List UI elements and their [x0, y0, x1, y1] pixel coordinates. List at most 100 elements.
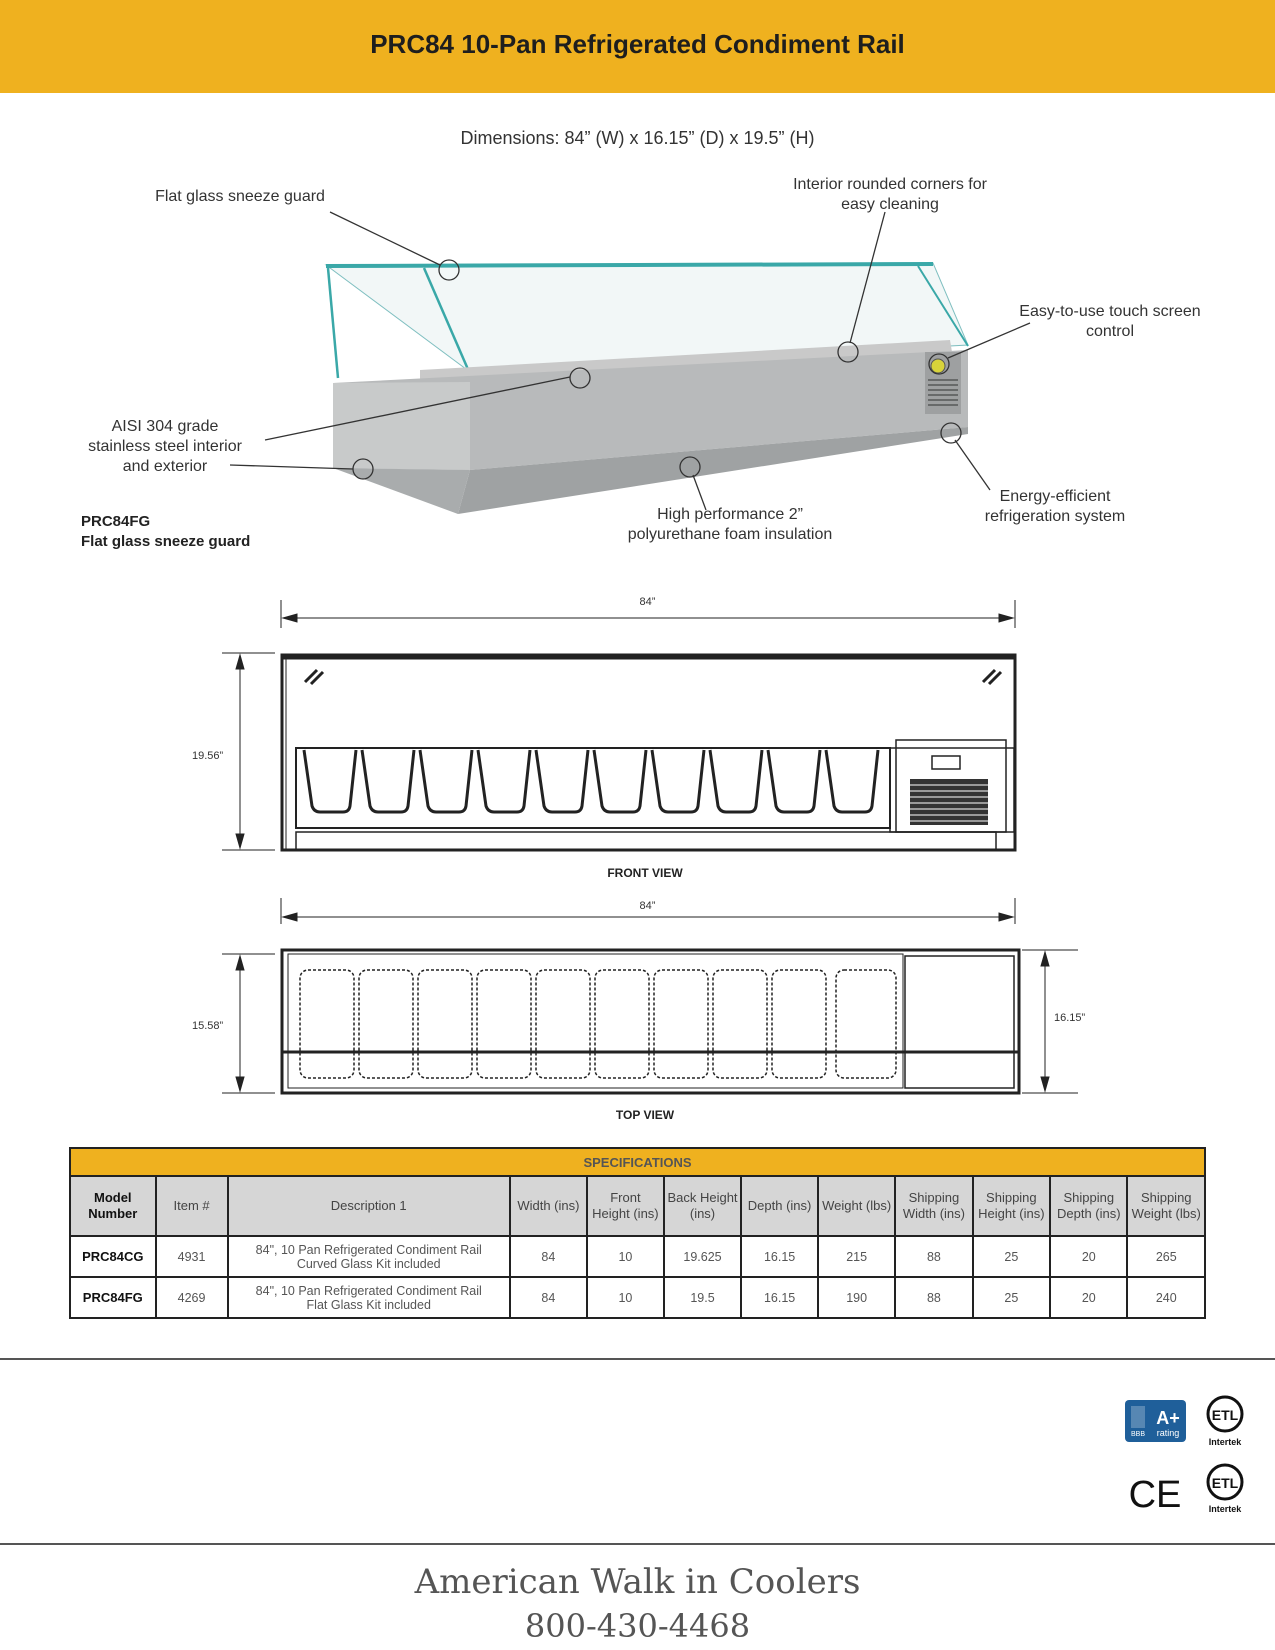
unit-bottom-side	[333, 468, 470, 514]
front-height-label: 19.56”	[192, 750, 224, 762]
etl-mark-icon-2: ETL Intertek	[1206, 1463, 1244, 1514]
callout-refrig-line2: refrigeration system	[984, 508, 1126, 525]
cell-depth: 16.15	[740, 1235, 820, 1278]
product-illustration	[229, 211, 1031, 514]
top-depth-right-label: 16.15”	[1054, 1012, 1086, 1024]
dimensions-text: Dimensions: 84” (W) x 16.15” (D) x 19.5”…	[460, 128, 815, 148]
cell-back-height: 19.5	[662, 1276, 743, 1319]
top-depth-left-label: 15.58”	[192, 1020, 224, 1032]
header-depth: Depth (ins)	[740, 1175, 820, 1237]
front-pans	[302, 749, 880, 814]
table-row: PRC84CG 4931 84", 10 Pan Refrigerated Co…	[69, 1235, 1206, 1278]
cell-ship-weight: 240	[1126, 1276, 1206, 1319]
callout-sneeze-guard: Flat glass sneeze guard	[155, 188, 325, 205]
unit-bottom	[458, 427, 968, 514]
intertek-text-2: Intertek	[1209, 1504, 1243, 1514]
etl-mark-icon: ETL Intertek	[1206, 1395, 1244, 1447]
callout-steel-line3: and exterior	[122, 458, 208, 475]
bbb-rating-label: rating	[1157, 1428, 1180, 1438]
cell-ship-height: 25	[971, 1235, 1052, 1278]
callout-corners-line2: easy cleaning	[841, 196, 939, 213]
footer-company: American Walk in Coolers	[414, 1562, 861, 1602]
top-dimension-lines	[222, 898, 1078, 1094]
glass-clip-icon	[303, 668, 1003, 686]
front-view-label: FRONT VIEW	[607, 866, 683, 880]
header-ship-width: Shipping Width (ins)	[894, 1175, 974, 1237]
ce-mark-icon: CE	[1129, 1474, 1182, 1516]
cell-model: PRC84CG	[69, 1235, 157, 1278]
cell-item: 4269	[154, 1276, 229, 1319]
callout-touch-line2: control	[1085, 323, 1135, 340]
bbb-text: BBB	[1131, 1431, 1145, 1438]
unit-side	[333, 382, 470, 470]
bbb-rating: A+	[1156, 1408, 1180, 1428]
callout-refrig-line1: Energy-efficient	[999, 488, 1111, 505]
cell-ship-weight: 265	[1126, 1235, 1206, 1278]
cell-ship-width: 88	[894, 1235, 974, 1278]
page-title: PRC84 10-Pan Refrigerated Condiment Rail	[370, 29, 905, 59]
glass-front-edge	[422, 267, 472, 375]
table-header-row: Model Number Item # Description 1 Width …	[69, 1175, 1206, 1237]
header-ship-depth: Shipping Depth (ins)	[1049, 1175, 1129, 1237]
cell-ship-width: 88	[894, 1276, 974, 1319]
cell-desc-line1: 84", 10 Pan Refrigerated Condiment Rail	[255, 1242, 482, 1257]
cell-weight: 190	[817, 1276, 897, 1319]
cell-front-height: 10	[585, 1276, 665, 1319]
header-ship-weight: Shipping Weight (lbs)	[1126, 1175, 1206, 1237]
cell-front-height: 10	[585, 1235, 665, 1278]
glass-left-edge	[326, 267, 340, 379]
header-weight: Weight (lbs)	[817, 1175, 897, 1237]
callout-steel-line1: AISI 304 grade	[111, 418, 219, 435]
header-desc: Description 1	[226, 1175, 511, 1237]
top-width-label: 84”	[639, 900, 656, 912]
divider-bottom	[0, 1543, 1275, 1545]
table-caption: SPECIFICATIONS	[69, 1147, 1206, 1177]
top-pans	[299, 969, 897, 1079]
table-row: PRC84FG 4269 84", 10 Pan Refrigerated Co…	[69, 1276, 1206, 1319]
cell-model: PRC84FG	[69, 1276, 157, 1319]
cell-width: 84	[508, 1276, 588, 1319]
callout-touch-line1: Easy-to-use touch screen	[1019, 303, 1201, 320]
front-vent-grid	[910, 784, 988, 822]
etl-text-2: ETL	[1212, 1475, 1239, 1491]
certification-badges: BBB A+ rating ETL Intertek CE ETL Intert…	[1125, 1395, 1244, 1516]
touch-control-icon	[930, 358, 946, 374]
header-bar	[0, 0, 1275, 93]
callout-foam-line1: High performance 2”	[657, 506, 803, 523]
unit-body	[333, 350, 968, 470]
front-vent-icon	[910, 779, 988, 825]
cell-ship-depth: 20	[1049, 1276, 1129, 1319]
cell-desc-line1: 84", 10 Pan Refrigerated Condiment Rail	[255, 1283, 482, 1298]
etl-text: ETL	[1212, 1407, 1239, 1423]
model-caption: PRC84FG	[81, 513, 151, 530]
cell-desc-line2: Flat Glass Kit included	[306, 1297, 431, 1312]
specifications-table: SPECIFICATIONS Model Number Item # Descr…	[69, 1147, 1206, 1319]
header-item: Item #	[154, 1175, 229, 1237]
callout-foam-line2: polyurethane foam insulation	[627, 526, 833, 543]
glass-right-edge	[917, 265, 969, 347]
cell-ship-height: 25	[971, 1276, 1052, 1319]
intertek-text: Intertek	[1209, 1437, 1243, 1447]
table-caption-row: SPECIFICATIONS	[69, 1147, 1206, 1177]
cell-ship-depth: 20	[1049, 1235, 1129, 1278]
callout-corners-line1: Interior rounded corners for	[793, 176, 987, 193]
model-caption-desc: Flat glass sneeze guard	[81, 533, 251, 550]
callout-leaders	[229, 211, 1031, 511]
top-view-outline	[280, 948, 1021, 1095]
cell-weight: 215	[817, 1235, 897, 1278]
top-view-label: TOP VIEW	[615, 1108, 675, 1122]
header-model: Model Number	[69, 1175, 157, 1237]
callout-steel-line2: stainless steel interior	[88, 438, 242, 455]
divider-top	[0, 1358, 1275, 1360]
cell-desc-line2: Curved Glass Kit included	[296, 1256, 441, 1271]
top-view-drawing	[222, 898, 1078, 1095]
header-front-height: Front Height (ins)	[585, 1175, 665, 1237]
header-width: Width (ins)	[508, 1175, 588, 1237]
bbb-badge-icon: BBB A+ rating	[1125, 1400, 1186, 1442]
cell-depth: 16.15	[740, 1276, 820, 1319]
cell-back-height: 19.625	[662, 1235, 743, 1278]
header-back-height: Back Height (ins)	[662, 1175, 743, 1237]
glass-top-edge	[325, 262, 934, 268]
